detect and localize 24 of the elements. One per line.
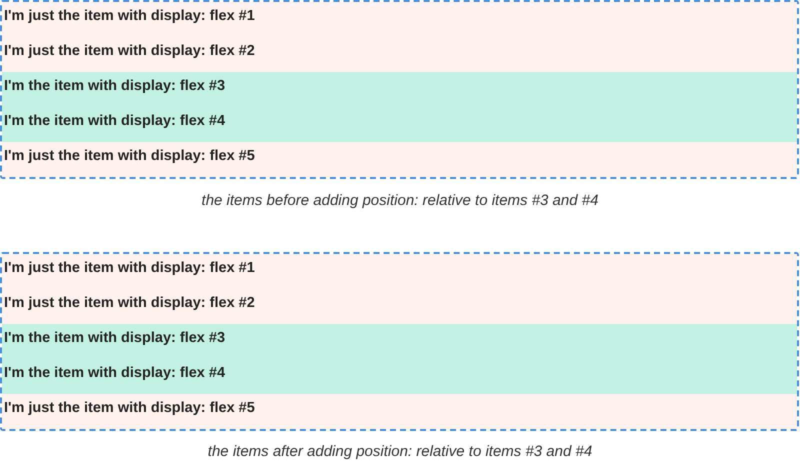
figure-caption: the items before adding position: relative to items #3 and #4 <box>202 192 598 210</box>
item-label: I'm the item with display: flex #4 <box>4 112 226 130</box>
flex-item-row <box>2 254 797 289</box>
flex-item-row <box>2 142 797 177</box>
flex-container <box>0 252 799 431</box>
item-label: I'm just the item with display: flex #1 <box>4 259 255 277</box>
flex-item-row <box>2 324 797 359</box>
figure-caption: the items after adding position: relative to items #3 and #4 <box>208 443 592 461</box>
item-label: I'm just the item with display: flex #1 <box>4 7 255 25</box>
item-label: I'm the item with display: flex #3 <box>4 77 226 95</box>
item-label: I'm the item with display: flex #3 <box>4 329 226 347</box>
flex-container <box>0 0 799 179</box>
item-label: I'm the item with display: flex #4 <box>4 364 226 382</box>
flex-item-row <box>2 394 797 429</box>
item-label: I'm just the item with display: flex #2 <box>4 42 255 60</box>
flex-item-row <box>2 72 797 107</box>
flex-item-row <box>2 37 797 72</box>
item-label: I'm just the item with display: flex #2 <box>4 294 255 312</box>
flex-item-row <box>2 2 797 37</box>
flex-item-row <box>2 107 797 142</box>
flex-item-row <box>2 359 797 394</box>
flex-item-row <box>2 289 797 324</box>
item-label: I'm just the item with display: flex #5 <box>4 147 255 165</box>
item-label: I'm just the item with display: flex #5 <box>4 399 255 417</box>
